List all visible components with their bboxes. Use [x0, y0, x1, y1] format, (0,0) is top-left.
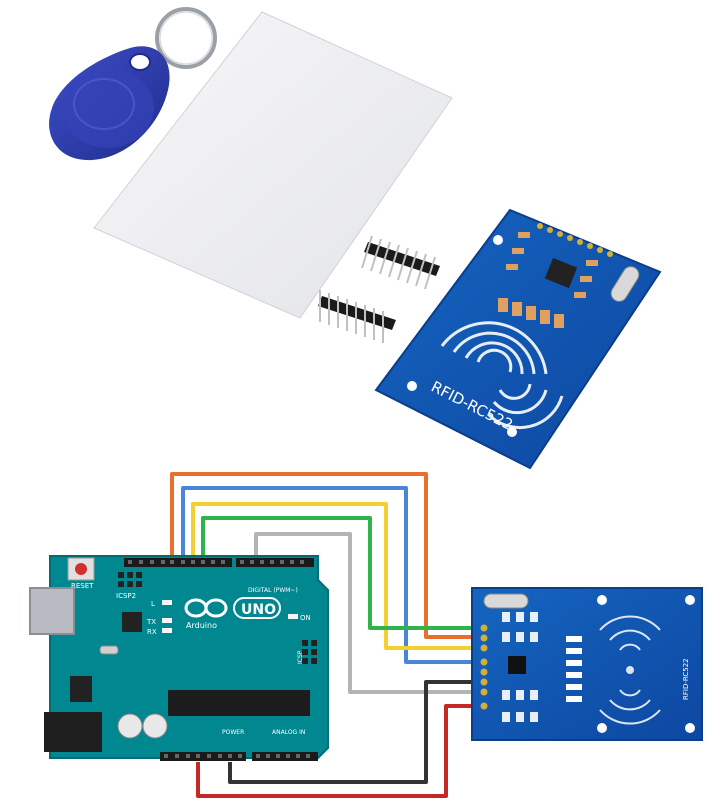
on-label: ON [300, 614, 311, 622]
wires [170, 472, 486, 798]
arduino-uno-board: RESET ICSP2 L TX RX UNO Arduino ON ICSP [29, 555, 329, 761]
crystal [483, 593, 529, 609]
atmega-chip [168, 690, 310, 716]
key-fob [49, 7, 217, 161]
power-jack [44, 712, 102, 752]
capacitor-1 [117, 713, 143, 739]
wire-red-3v3 [196, 704, 486, 798]
icsp-label: ICSP [297, 650, 304, 664]
arduino-logo [184, 598, 228, 618]
mfrc522-chip [508, 656, 526, 674]
header-pins-bent [318, 290, 396, 343]
wire-blue-miso [181, 486, 486, 664]
analog-header [252, 752, 318, 761]
analog-label: ANALOG IN [272, 729, 305, 736]
led-l-label: L [151, 600, 155, 608]
rfid-card [93, 11, 453, 319]
led-rx-label: RX [147, 628, 157, 636]
digital-label: DIGITAL (PWM~) [248, 587, 298, 594]
reset-label: RESET [71, 582, 94, 590]
key-ring [155, 7, 217, 69]
digital-header-1 [124, 558, 232, 567]
digital-header-2 [236, 558, 314, 567]
wire-orange-sck [170, 472, 486, 639]
arduino-brand-label: Arduino [186, 621, 217, 630]
power-label: POWER [222, 729, 244, 736]
voltage-regulator [70, 676, 92, 702]
reset-button [75, 563, 87, 575]
icsp2-label: ICSP2 [116, 592, 136, 600]
rc522-module-photo: RFID-RC522 [374, 208, 662, 470]
uno-label: UNO [241, 602, 276, 618]
rc522-pins [480, 624, 488, 710]
led-tx-label: TX [146, 618, 156, 626]
capacitor-2 [142, 713, 168, 739]
rc522-label: RFID-RC522 [682, 658, 690, 700]
antenna-coil [599, 615, 661, 725]
wire-gray-rst [254, 532, 486, 694]
usb-connector [29, 587, 75, 635]
fob-hole [129, 53, 151, 71]
rc522-module: RFID-RC522 [471, 587, 703, 741]
wire-green-sda [201, 516, 486, 630]
usb-chip [122, 612, 142, 632]
wire-black-gnd [228, 680, 486, 784]
wire-yellow-mosi [191, 502, 486, 650]
power-header [160, 752, 246, 761]
header-pins-straight [361, 235, 440, 290]
